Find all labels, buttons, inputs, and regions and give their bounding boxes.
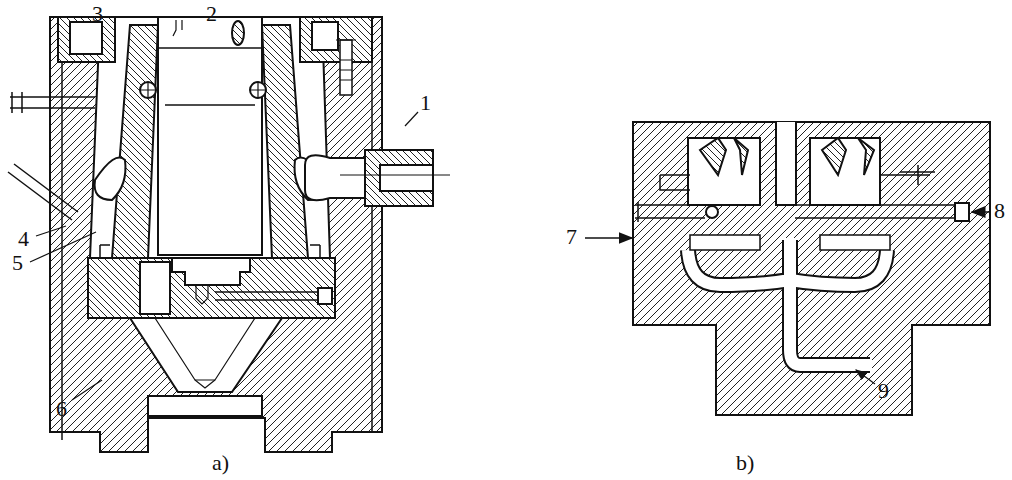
part-number: 3 xyxy=(92,3,103,25)
part-number: 5 xyxy=(12,252,23,274)
subfigure-label: b) xyxy=(736,452,754,474)
part-number: 2 xyxy=(206,3,217,25)
part-number: 1 xyxy=(420,92,431,114)
subfigure-label: a) xyxy=(212,452,229,474)
part-number: 4 xyxy=(18,228,29,250)
callout-number: 7 xyxy=(566,226,577,248)
callout-number: 8 xyxy=(994,200,1005,222)
part-number: 6 xyxy=(56,398,67,420)
callout-number: 9 xyxy=(878,380,889,402)
